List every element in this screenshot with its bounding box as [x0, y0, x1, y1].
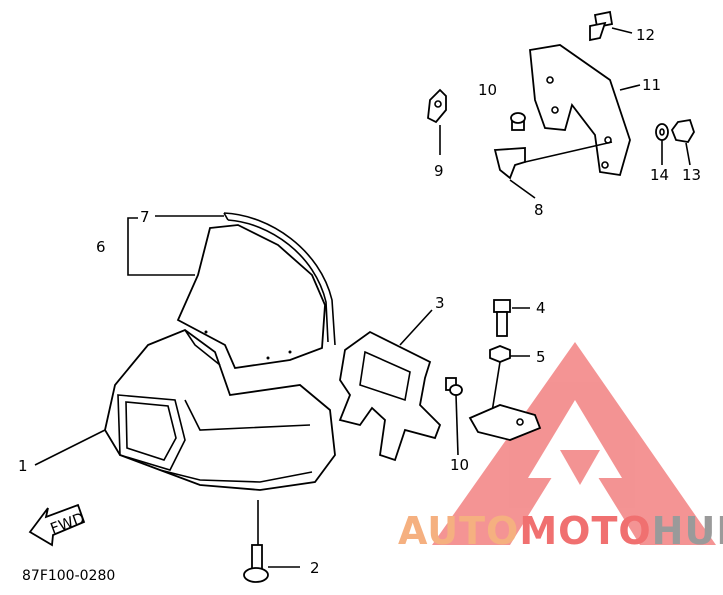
callout-1: 1: [18, 457, 28, 475]
callout-13: 13: [682, 166, 701, 184]
watermark-hub: HUB: [652, 509, 723, 553]
svg-text:AUTOMOTOHUB: AUTOMOTOHUB: [398, 509, 723, 553]
callout-10-upper: 10: [478, 81, 497, 99]
callout-7: 7: [140, 208, 150, 226]
diagram-code: 87F100-0280: [22, 568, 115, 584]
callout-11: 11: [642, 76, 661, 94]
part-6-windscreen: [176, 224, 326, 369]
part-4-bolt: [493, 299, 511, 337]
part-10-grommet-lower: [445, 377, 463, 396]
part-9-clip: [427, 88, 447, 124]
callout-10-lower: 10: [450, 456, 469, 474]
part-1-cowling: [104, 328, 336, 491]
part-3-stay: [338, 330, 442, 462]
part-8-fitting: [493, 141, 613, 180]
callout-12: 12: [636, 26, 655, 44]
part-7-trim: [223, 212, 336, 346]
part-5-nut: [489, 345, 511, 413]
part-12-bolt: [589, 10, 614, 42]
callout-3: 3: [435, 294, 445, 312]
part-13-nut: [670, 118, 695, 143]
callout-6: 6: [96, 238, 106, 256]
callout-5: 5: [536, 348, 546, 366]
callout-2: 2: [310, 559, 320, 577]
callout-9: 9: [434, 162, 444, 180]
watermark-moto: MOTO: [519, 509, 651, 553]
leader-lines: [34, 27, 691, 568]
part-14-washer: [655, 123, 669, 141]
fwd-arrow: FWD: [28, 503, 87, 547]
mount-plate: [468, 404, 542, 441]
watermark-auto: AUTO: [398, 509, 519, 553]
callout-14: 14: [650, 166, 669, 184]
callout-8: 8: [534, 201, 544, 219]
part-10-grommet-upper: [510, 112, 526, 131]
watermark-logo: [432, 342, 716, 545]
callout-4: 4: [536, 299, 546, 317]
part-2-screw: [243, 500, 269, 583]
part-11-bracket: [529, 44, 631, 177]
watermark-text: AUTOMOTOHUB: [398, 509, 723, 553]
